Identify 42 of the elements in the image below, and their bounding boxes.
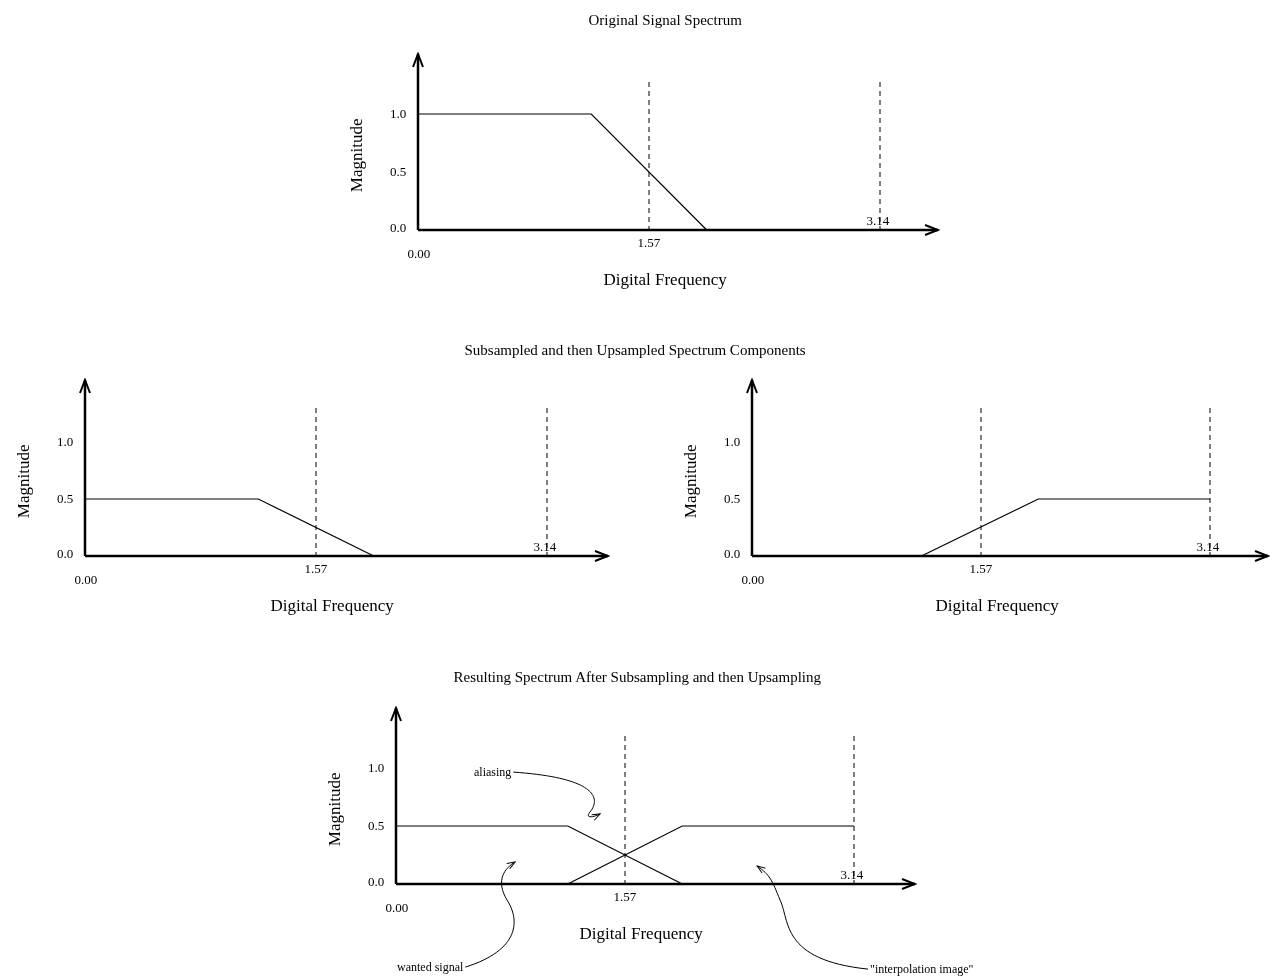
tick-label: 0.00 [74, 573, 98, 588]
annotation-label: "interpolation image" [870, 962, 974, 976]
annotation-label: aliasing [474, 765, 512, 779]
axis-label: Magnitude [682, 444, 702, 518]
axis-label: Digital Frequency [579, 924, 703, 944]
tick-label: 1.0 [368, 761, 385, 776]
chart-title: Resulting Spectrum After Subsampling and then Upsampling [453, 668, 821, 685]
chart-title: Subsampled and then Upsampled Spectrum Components [464, 341, 806, 358]
axis-label: Digital Frequency [270, 596, 394, 616]
tick-label: 3.14 [840, 868, 864, 883]
tick-label: 0.5 [390, 165, 407, 180]
tick-label: 0.0 [57, 547, 74, 562]
tick-label: 1.57 [304, 562, 328, 577]
tick-label: 3.14 [866, 214, 890, 229]
leader-line [512, 771, 601, 821]
tick-label: 3.14 [533, 540, 557, 555]
spectrum-curve [395, 825, 683, 885]
leader-line [756, 865, 869, 970]
tick-label: 0.00 [407, 247, 431, 262]
tick-label: 0.0 [390, 221, 407, 236]
axis-label: Magnitude [326, 772, 346, 846]
tick-label: 3.14 [1196, 540, 1220, 555]
annotation-label: wanted signal [397, 960, 464, 974]
tick-label: 1.0 [390, 107, 407, 122]
chart-title: Original Signal Spectrum [588, 11, 742, 28]
axis-label: Magnitude [15, 444, 35, 518]
tick-label: 0.00 [385, 901, 409, 916]
tick-label: 1.57 [637, 236, 661, 251]
axis-label: Digital Frequency [935, 596, 1059, 616]
tick-label: 0.00 [741, 573, 765, 588]
tick-label: 1.0 [57, 435, 74, 450]
tick-label: 1.0 [724, 435, 741, 450]
axis-label: Digital Frequency [603, 270, 727, 290]
tick-label: 1.57 [613, 890, 637, 905]
tick-label: 1.57 [969, 562, 993, 577]
tick-label: 0.0 [368, 875, 385, 890]
tick-label: 0.5 [368, 819, 385, 834]
tick-label: 0.5 [724, 492, 741, 507]
tick-label: 0.0 [724, 547, 741, 562]
axis-label: Magnitude [348, 118, 368, 192]
leader-line [464, 861, 516, 968]
tick-label: 0.5 [57, 492, 74, 507]
